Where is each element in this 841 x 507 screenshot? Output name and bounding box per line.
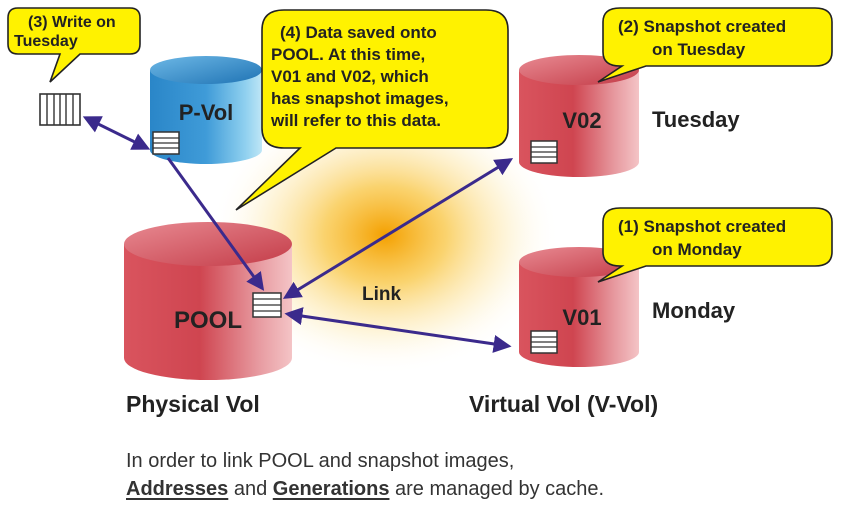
v01-data-icon <box>530 330 558 354</box>
pool-data-icon <box>252 292 282 318</box>
callout-saved-line-1: (4) Data saved onto <box>280 23 437 42</box>
callout-saved-line-2: POOL. At this time, <box>271 45 425 64</box>
callout-write-line-1: (3) Write on <box>28 14 116 31</box>
callout-monday-line-1: (1) Snapshot created <box>618 217 786 236</box>
physical-vol-label: Physical Vol <box>126 391 260 417</box>
addresses-term: Addresses <box>126 478 229 500</box>
callout-snapshot-monday: (1) Snapshot created on Monday <box>597 207 833 283</box>
callout-monday-line-2: on Monday <box>652 240 742 259</box>
v01-label: V01 <box>562 305 601 330</box>
link-label: Link <box>362 284 401 305</box>
callout-write-line-2: Tuesday <box>14 33 78 50</box>
virtual-vol-label: Virtual Vol (V-Vol) <box>469 391 658 417</box>
callout-tuesday-line-1: (2) Snapshot created <box>618 17 786 36</box>
footer-line-1: In order to link POOL and snapshot image… <box>126 450 515 472</box>
callout-tuesday-line-2: on Tuesday <box>652 40 746 59</box>
footer-line-2: Addresses and Generations are managed by… <box>126 478 604 501</box>
write-arrow <box>82 116 151 150</box>
tuesday-label: Tuesday <box>652 107 740 132</box>
monday-label: Monday <box>652 298 736 323</box>
v02-link-arrow <box>282 158 514 299</box>
v02-data-icon <box>530 140 558 164</box>
callout-saved-line-3: V01 and V02, which <box>271 67 429 86</box>
pool-label: POOL <box>174 307 242 334</box>
callout-data-saved: (4) Data saved onto POOL. At this time, … <box>235 9 509 211</box>
write-data-icon <box>39 93 81 126</box>
callout-saved-line-4: has snapshot images, <box>271 89 449 108</box>
generations-term: Generations <box>272 478 390 500</box>
pvol-data-icon <box>152 131 180 155</box>
v02-label: V02 <box>562 108 601 133</box>
callout-saved-line-5: will refer to this data. <box>270 111 441 130</box>
callout-snapshot-tuesday: (2) Snapshot created on Tuesday <box>597 7 833 83</box>
pvol-cylinder: P-Vol <box>150 56 262 164</box>
pvol-to-pool-arrow <box>166 157 265 291</box>
footer-and: and <box>228 478 273 500</box>
callout-write-tuesday: (3) Write on Tuesday <box>7 7 141 83</box>
pvol-label: P-Vol <box>179 100 234 125</box>
v01-link-arrow <box>284 307 512 353</box>
footer-rest: are managed by cache. <box>389 478 605 500</box>
